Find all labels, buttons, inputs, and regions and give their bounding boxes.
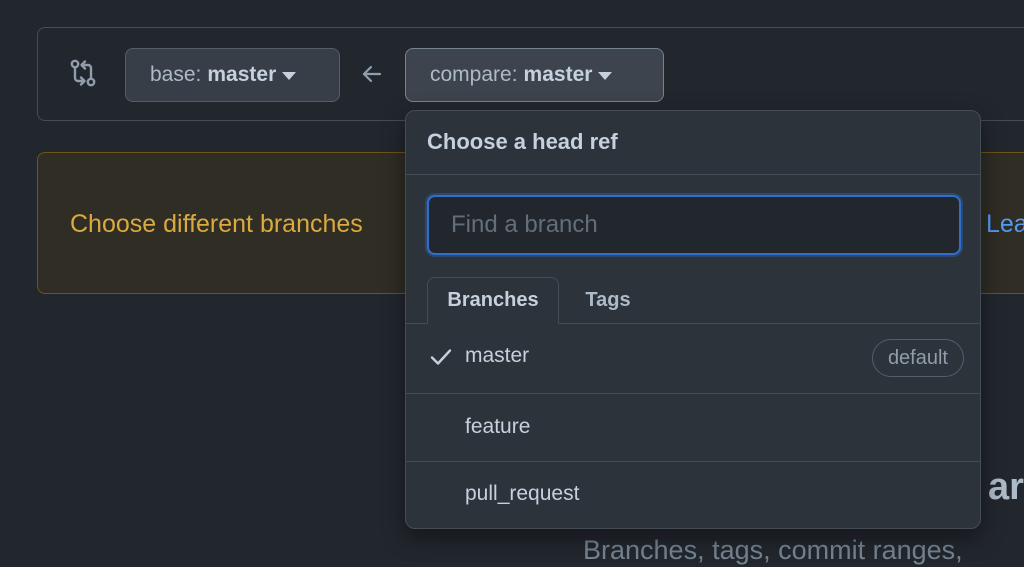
compare-branch-button[interactable]: compare: master xyxy=(405,48,664,102)
base-branch-prefix: base: xyxy=(150,63,202,86)
branch-item-master[interactable]: master default xyxy=(406,323,980,394)
tab-branches[interactable]: Branches xyxy=(427,277,559,324)
check-icon xyxy=(430,349,452,365)
arrow-left-icon xyxy=(362,65,382,83)
learn-more-link[interactable]: Lea xyxy=(986,210,1024,238)
triangle-down-icon xyxy=(598,72,613,80)
branch-item-feature[interactable]: feature xyxy=(406,394,980,462)
base-branch-button[interactable]: base: master xyxy=(125,48,340,102)
branch-name: feature xyxy=(465,415,531,438)
base-branch-value: master xyxy=(207,63,277,86)
branch-item-pull-request[interactable]: pull_request xyxy=(406,462,980,528)
branch-name: master xyxy=(465,344,530,367)
default-badge: default xyxy=(871,339,964,377)
head-ref-menu: Choose a head ref Branches Tags master d… xyxy=(405,110,981,529)
tab-tags[interactable]: Tags xyxy=(585,288,631,311)
git-compare-icon xyxy=(70,59,96,87)
flash-message: Choose different branches xyxy=(70,210,363,238)
compare-branch-prefix: compare: xyxy=(430,63,518,86)
blankslate-subtext: Branches, tags, commit ranges, xyxy=(583,535,963,565)
filter-wrapper xyxy=(427,195,961,255)
ref-tabs: Branches Tags xyxy=(406,277,980,324)
find-branch-input[interactable] xyxy=(427,195,961,255)
branch-name: pull_request xyxy=(465,482,580,505)
compare-branch-value: master xyxy=(523,63,593,86)
menu-title: Choose a head ref xyxy=(406,111,980,175)
triangle-down-icon xyxy=(282,72,297,80)
blankslate-heading: ar xyxy=(988,466,1024,508)
